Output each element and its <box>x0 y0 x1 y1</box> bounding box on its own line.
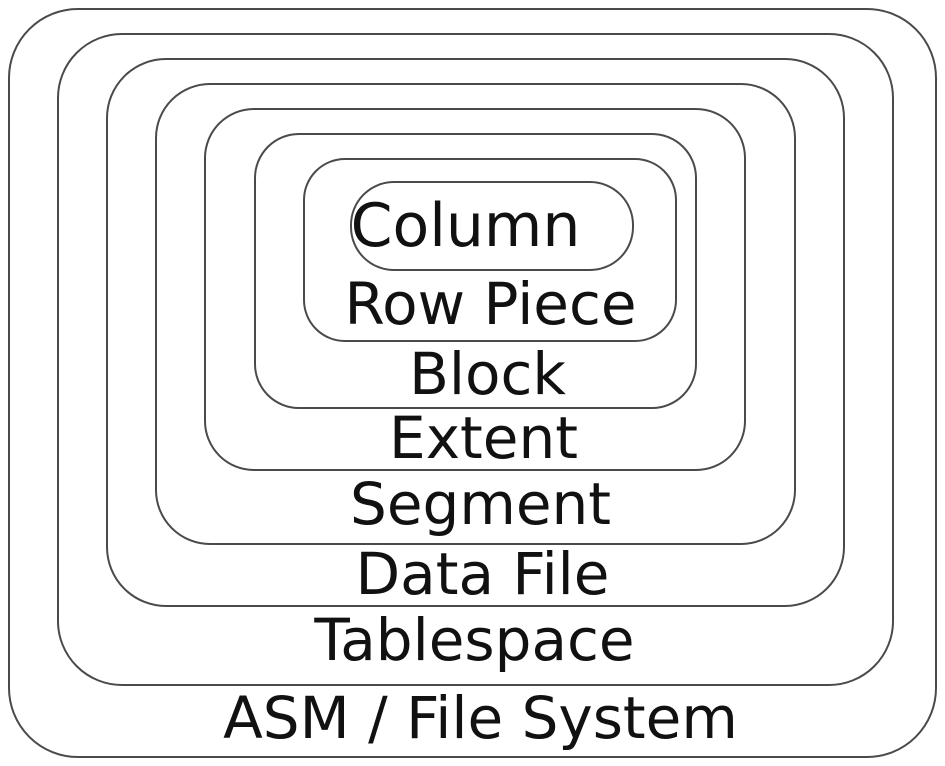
label-extent: Extent <box>389 404 578 472</box>
label-segment: Segment <box>350 470 611 538</box>
label-block: Block <box>409 340 566 408</box>
layer-row-piece <box>303 158 677 342</box>
layer-segment <box>155 83 796 545</box>
layer-asm-file-system <box>8 8 937 758</box>
label-data-file: Data File <box>355 540 610 608</box>
layer-tablespace <box>57 33 894 686</box>
label-asm-file-system: ASM / File System <box>223 684 738 752</box>
layer-data-file <box>106 58 845 607</box>
layer-block <box>254 133 697 409</box>
layer-column <box>350 181 634 271</box>
label-tablespace: Tablespace <box>314 606 635 674</box>
label-row-piece: Row Piece <box>344 270 637 338</box>
label-column: Column <box>350 191 581 261</box>
layer-extent <box>204 108 746 471</box>
